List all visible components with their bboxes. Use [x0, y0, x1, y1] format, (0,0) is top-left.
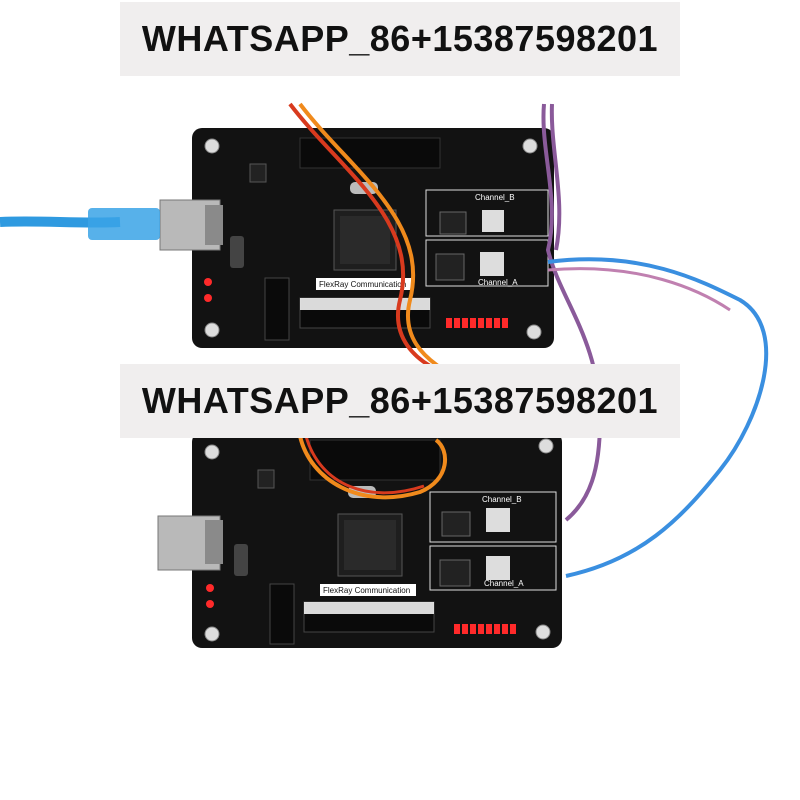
watermark-banner-middle: WHATSAPP_86+15387598201 [120, 364, 680, 438]
led [454, 318, 460, 328]
led [510, 624, 516, 634]
led [502, 318, 508, 328]
channel-a-label-bottom: Channel_A [484, 579, 524, 588]
led-bar-bottom [454, 624, 516, 634]
usb-cable [0, 208, 160, 240]
jtag-header-bottom [269, 583, 295, 645]
led [446, 318, 452, 328]
led [486, 318, 492, 328]
led [462, 624, 468, 634]
led [462, 318, 468, 328]
led-bar-top [446, 318, 508, 328]
led [486, 624, 492, 634]
channel-b-label-bottom: Channel_B [482, 495, 522, 504]
watermark-text-middle: WHATSAPP_86+15387598201 [141, 380, 659, 421]
led [502, 624, 508, 634]
board-bottom: Channel_B Channel_A FlexRay Communicatio… [157, 432, 562, 648]
channel-b-label-top: Channel_B [475, 193, 515, 202]
led [494, 318, 500, 328]
led [494, 624, 500, 634]
jtag-header [264, 277, 290, 341]
led [478, 318, 484, 328]
led [454, 624, 460, 634]
watermark-text-top: WHATSAPP_86+15387598201 [141, 18, 659, 59]
led [470, 624, 476, 634]
board-top: Channel_B Channel_A FlexRay Communicatio… [159, 128, 554, 348]
led [478, 624, 484, 634]
flexray-label-top: FlexRay Communication [319, 280, 406, 289]
watermark-banner-top: WHATSAPP_86+15387598201 [120, 2, 680, 76]
channel-a-label-top: Channel_A [478, 278, 518, 287]
flexray-label-bottom: FlexRay Communication [323, 586, 410, 595]
orange-red-wires [288, 102, 447, 500]
purple-blue-wires [541, 103, 769, 578]
led [470, 318, 476, 328]
